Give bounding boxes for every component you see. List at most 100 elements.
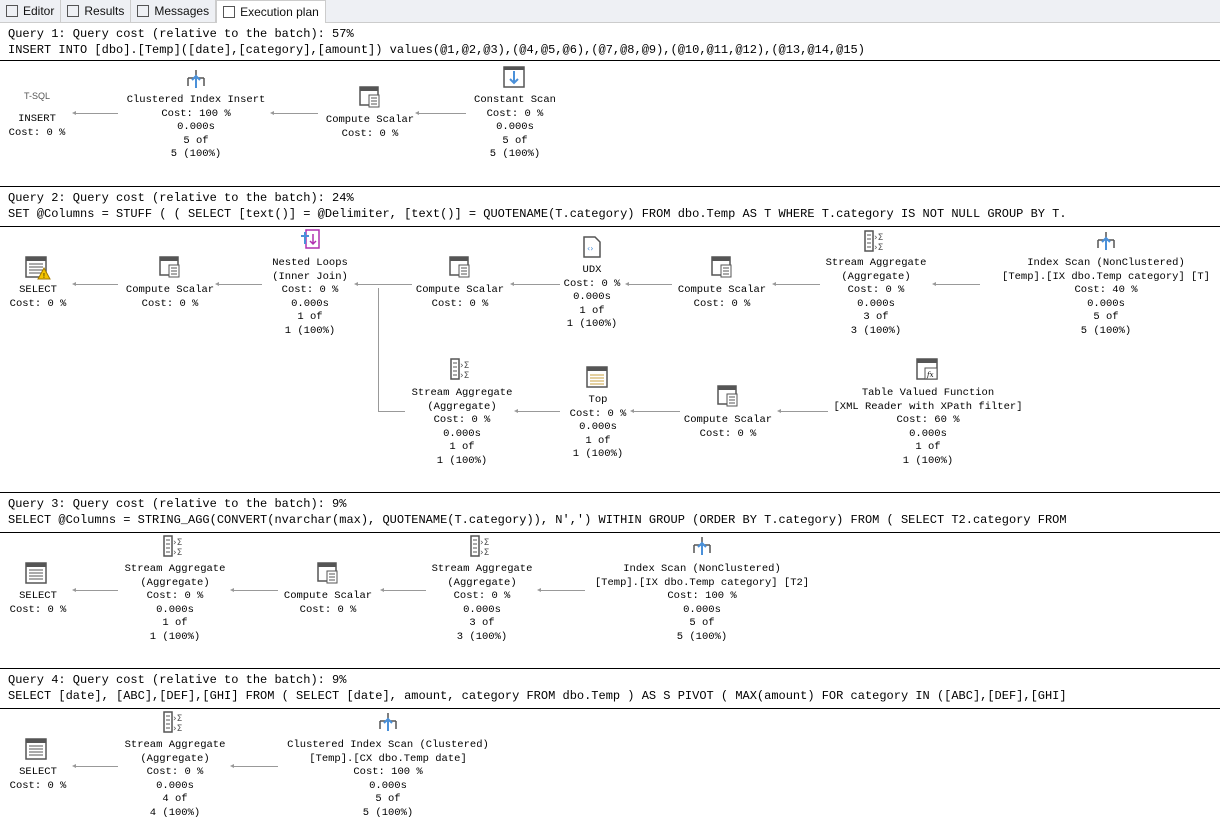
compute-scalar-icon[interactable] xyxy=(711,256,733,283)
stream-aggregate-icon[interactable]: ›Σ›Σ xyxy=(470,535,494,562)
tab-messages[interactable]: Messages xyxy=(131,0,217,22)
operator-stat: 0.000s xyxy=(683,603,721,616)
clustered-insert-icon[interactable] xyxy=(184,68,208,97)
query-3-header: Query 3: Query cost (relative to the bat… xyxy=(8,496,1067,528)
operator-stat: Cost: 0 % xyxy=(141,297,199,310)
query-cost-title: Query 1: Query cost (relative to the bat… xyxy=(8,27,354,41)
operator-stat: 3 of xyxy=(469,617,495,630)
index-scan-icon[interactable] xyxy=(1094,230,1118,259)
compute-scalar-icon[interactable] xyxy=(159,256,181,283)
tab-editor[interactable]: Editor xyxy=(0,0,62,22)
operator-stat: (Aggregate) xyxy=(140,752,210,765)
tab-results[interactable]: Results xyxy=(61,0,132,22)
stream-aggregate-icon[interactable]: ›Σ›Σ xyxy=(450,358,474,385)
select-icon[interactable] xyxy=(25,738,51,767)
clustered-index-scan-icon[interactable] xyxy=(376,711,400,740)
compute-scalar-icon[interactable] xyxy=(359,86,381,113)
udx-icon[interactable]: ‹› xyxy=(583,236,601,263)
query-cost-title: Query 2: Query cost (relative to the bat… xyxy=(8,191,354,205)
nested-loops-icon[interactable] xyxy=(299,228,321,255)
operator-stat: Cost: 0 % xyxy=(431,297,489,310)
compute-scalar-icon[interactable] xyxy=(317,562,339,589)
data-flow-arrow xyxy=(772,282,820,286)
plan-icon xyxy=(223,6,236,18)
stream-aggregate-icon[interactable]: ›Σ›Σ xyxy=(163,711,187,738)
plan-node-stream-aggregate[interactable]: Stream Aggregate(Aggregate)Cost: 0 %0.00… xyxy=(412,387,513,469)
plan-node-index-scan-nonclustered[interactable]: Index Scan (NonClustered)[Temp].[IX dbo.… xyxy=(595,563,809,645)
top-icon[interactable] xyxy=(586,366,610,393)
compute-scalar-icon[interactable] xyxy=(717,385,739,412)
data-flow-arrow xyxy=(932,282,980,286)
operator-stat: (Aggregate) xyxy=(447,576,517,589)
index-scan-icon[interactable] xyxy=(690,535,714,564)
operator-stat: 1 (100%) xyxy=(902,454,954,467)
compute-scalar-icon[interactable] xyxy=(449,256,471,283)
operator-name: Table Valued Function xyxy=(861,387,995,399)
operator-name: SELECT xyxy=(19,284,57,296)
plan-node-clustered-index-scan-clustered[interactable]: Clustered Index Scan (Clustered)[Temp].[… xyxy=(287,739,489,821)
operator-name: Stream Aggregate xyxy=(825,257,927,269)
data-flow-connector xyxy=(378,411,405,412)
operator-stat: 1 (100%) xyxy=(149,630,201,643)
tab-execution-plan[interactable]: Execution plan xyxy=(216,0,326,23)
operator-stat: 0.000s xyxy=(573,291,611,304)
table-valued-function-icon[interactable]: fx xyxy=(916,358,940,385)
select-warning-icon[interactable]: ! xyxy=(25,256,51,285)
operator-stat: 5 of xyxy=(183,134,209,147)
operator-stat: 0.000s xyxy=(443,427,481,440)
divider xyxy=(0,708,1220,709)
operator-stat: 4 of xyxy=(162,793,188,806)
operator-stat: Cost: 0 % xyxy=(486,107,544,120)
operator-name: Index Scan (NonClustered) xyxy=(623,563,781,575)
stream-aggregate-icon[interactable]: ›Σ›Σ xyxy=(864,230,888,257)
data-flow-arrow xyxy=(270,111,318,115)
plan-node-index-scan-nonclustered[interactable]: Index Scan (NonClustered)[Temp].[IX dbo.… xyxy=(1002,257,1210,339)
plan-node-table-valued-function[interactable]: Table Valued Function[XML Reader with XP… xyxy=(833,387,1022,469)
operator-name: Stream Aggregate xyxy=(124,739,226,751)
data-flow-arrow xyxy=(777,409,828,413)
plan-node-stream-aggregate[interactable]: Stream Aggregate(Aggregate)Cost: 0 %0.00… xyxy=(826,257,927,339)
operator-stat: 3 (100%) xyxy=(850,324,902,337)
operator-stat: (Inner Join) xyxy=(272,270,348,283)
plan-node-stream-aggregate[interactable]: Stream Aggregate(Aggregate)Cost: 0 %0.00… xyxy=(125,563,226,645)
plan-node-stream-aggregate[interactable]: Stream Aggregate(Aggregate)Cost: 0 %0.00… xyxy=(432,563,533,645)
operator-stat: Cost: 0 % xyxy=(341,127,399,140)
query-4-header: Query 4: Query cost (relative to the bat… xyxy=(8,672,1067,704)
operator-stat: Cost: 0 % xyxy=(9,297,67,310)
operator-name: Compute Scalar xyxy=(325,114,415,126)
operator-stat: (Aggregate) xyxy=(841,270,911,283)
operator-name: Index Scan (NonClustered) xyxy=(1027,257,1185,269)
select-icon[interactable] xyxy=(25,562,51,591)
operator-stat: 1 of xyxy=(579,304,605,317)
operator-stat: Cost: 0 % xyxy=(146,590,204,603)
operator-stat: Cost: 0 % xyxy=(299,603,357,616)
tab-label: Editor xyxy=(23,4,55,18)
operator-stat: 3 (100%) xyxy=(456,630,508,643)
operator-stat: 1 of xyxy=(297,311,323,324)
operator-stat: 0.000s xyxy=(909,427,947,440)
operator-name: Nested Loops xyxy=(272,257,348,269)
svg-text:‹›: ‹› xyxy=(587,244,593,253)
operator-stat: 1 (100%) xyxy=(284,324,336,337)
operator-stat: 5 (100%) xyxy=(1080,324,1132,337)
constant-scan-icon[interactable] xyxy=(503,66,527,93)
operator-stat: 0.000s xyxy=(496,121,534,134)
plan-node-stream-aggregate[interactable]: Stream Aggregate(Aggregate)Cost: 0 %0.00… xyxy=(125,739,226,821)
stream-aggregate-icon[interactable]: ›Σ›Σ xyxy=(163,535,187,562)
divider xyxy=(0,668,1220,669)
